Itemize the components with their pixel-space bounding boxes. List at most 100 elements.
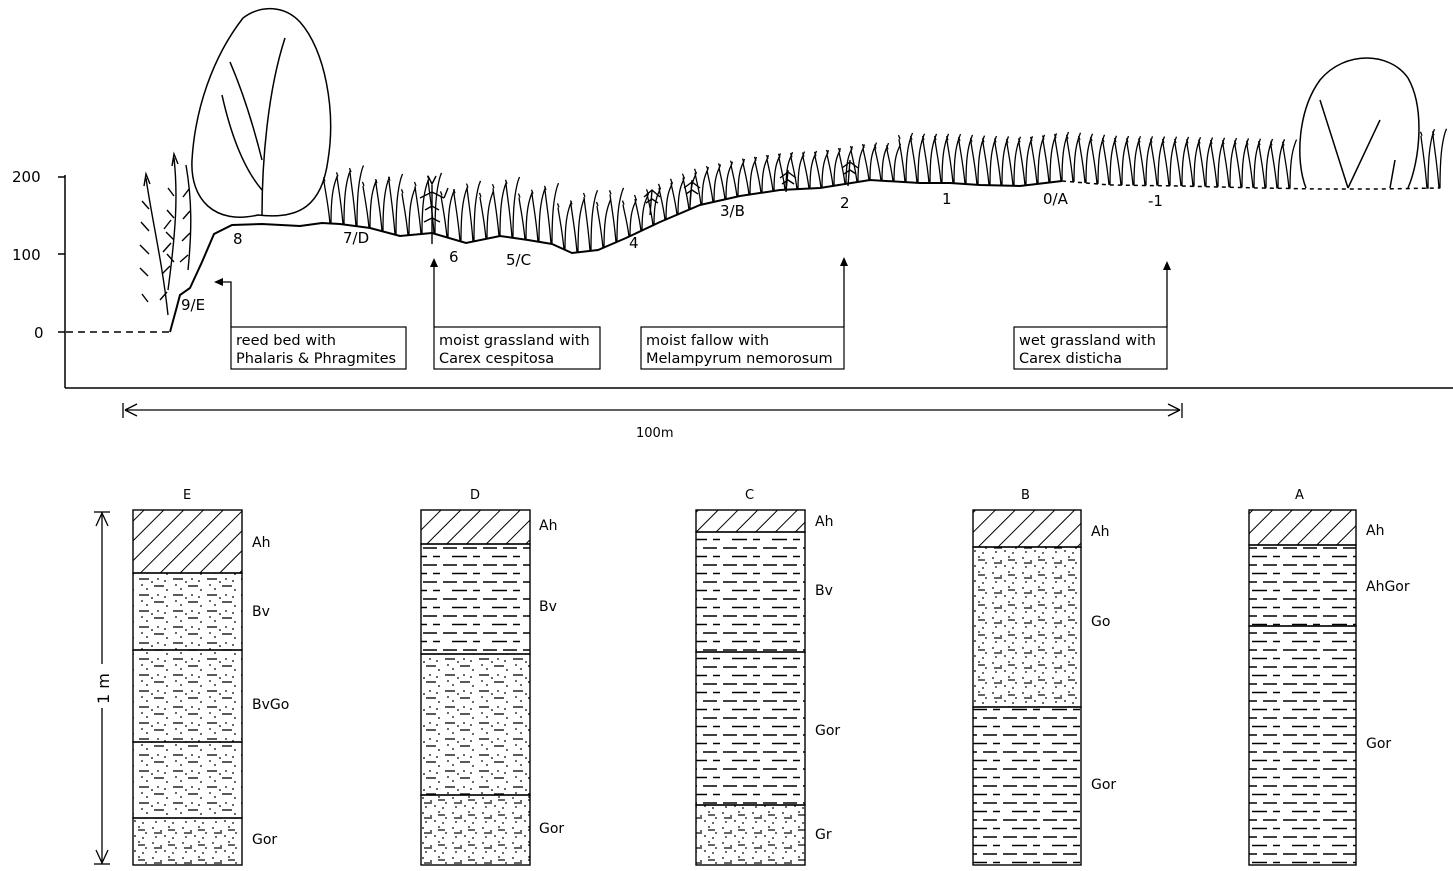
horizon-e-4 — [133, 742, 242, 818]
grass-tuft — [558, 201, 572, 249]
grass-tuft — [1433, 129, 1447, 189]
grass-tuft — [363, 180, 377, 228]
grass-tuft — [1115, 136, 1129, 185]
vegetation-box-wet-grassland: wet grassland with Carex disticha — [1014, 261, 1171, 369]
horizon-c-ah — [696, 510, 805, 532]
grass-tuft — [467, 181, 481, 242]
label-b-go: Go — [1091, 614, 1110, 630]
horizon-b-gor — [973, 707, 1081, 865]
grass-tuft — [719, 162, 733, 200]
soil-profile-a: A Ah AhGor Gor — [1249, 488, 1410, 865]
grass-tuft — [610, 188, 624, 242]
label-d-gor: Gor — [539, 821, 564, 837]
label-b-ah: Ah — [1091, 524, 1109, 540]
soil-profile-b: B Ah Go Gor — [973, 488, 1116, 865]
grass-tuft — [532, 187, 546, 241]
horizon-c-bv — [696, 532, 805, 652]
grass-tuft — [415, 180, 429, 234]
grass-vegetation — [324, 129, 1447, 253]
grass-tuft — [1163, 137, 1177, 186]
horizon-b-ah — [973, 510, 1081, 547]
station-9-e: 9/E — [181, 296, 205, 314]
soil-profile-e: E Ah Bv BvGo Gor — [133, 488, 289, 865]
horizon-d-ah — [421, 510, 530, 544]
grass-tuft — [923, 134, 937, 183]
label-e-gor: Gor — [252, 832, 277, 848]
grass-tuft — [899, 133, 913, 182]
wet-grassland-line1: wet grassland with — [1019, 333, 1156, 349]
terrain-profile — [170, 180, 1062, 332]
grass-tuft — [731, 159, 745, 197]
grass-tuft — [402, 187, 416, 235]
moist-grassland-line1: moist grassland with — [439, 333, 590, 349]
grass-tuft — [1127, 136, 1141, 185]
grass-tuft — [428, 173, 442, 234]
moist-fallow-line2: Melampyrum nemorosum — [646, 351, 833, 367]
grass-tuft — [875, 143, 889, 181]
grass-tuft — [597, 200, 611, 248]
scale-bar-label: 100m — [636, 426, 673, 441]
horizon-c-gor — [696, 652, 805, 805]
y-tick-200: 200 — [12, 168, 41, 186]
depth-scale-label: 1 m — [94, 673, 113, 704]
horizon-b-go — [973, 547, 1081, 707]
moist-fallow-line1: moist fallow with — [646, 333, 769, 349]
horizon-a-gor — [1249, 626, 1356, 865]
grass-tuft — [493, 182, 507, 236]
horizon-d-3 — [421, 654, 530, 795]
grass-tuft — [1103, 136, 1117, 185]
profile-title-e: E — [183, 488, 191, 503]
grass-tuft — [1283, 140, 1297, 189]
scale-bar: 100m — [123, 403, 1182, 441]
grass-tuft — [1223, 138, 1237, 187]
grass-tuft — [827, 148, 841, 186]
grass-tuft — [995, 136, 1009, 185]
grass-tuft — [571, 198, 585, 252]
horizon-c-gr — [696, 805, 805, 865]
label-d-bv: Bv — [539, 599, 557, 615]
moist-grassland-line2: Carex cespitosa — [439, 351, 554, 367]
grass-tuft — [815, 150, 829, 188]
grass-tuft — [389, 174, 403, 235]
horizon-e-bvgo — [133, 650, 242, 742]
grass-tuft — [506, 177, 520, 238]
y-tick-0: 0 — [34, 324, 44, 342]
label-e-ah: Ah — [252, 535, 270, 551]
grass-tuft — [1235, 138, 1249, 187]
grass-tuft — [1019, 136, 1033, 185]
grass-tuft — [743, 157, 757, 195]
grass-tuft — [1271, 139, 1285, 188]
label-c-gor: Gor — [815, 723, 840, 739]
grass-tuft — [707, 164, 721, 202]
profile-title-a: A — [1295, 488, 1304, 503]
label-e-bvgo: BvGo — [252, 697, 289, 713]
label-d-ah: Ah — [539, 518, 557, 534]
grass-tuft — [911, 134, 925, 183]
station-2: 2 — [840, 194, 850, 212]
grass-tuft — [376, 177, 390, 231]
label-e-bv: Bv — [252, 604, 270, 620]
station-0-a: 0/A — [1043, 190, 1069, 208]
grass-tuft — [1199, 137, 1213, 186]
grass-tuft — [584, 190, 598, 251]
profile-title-b: B — [1021, 488, 1030, 503]
wet-grassland-line2: Carex disticha — [1019, 351, 1122, 367]
grass-tuft — [971, 136, 985, 185]
grass-tuft — [454, 187, 468, 241]
vegetation-box-moist-fallow: moist fallow with Melampyrum nemorosum — [641, 257, 848, 369]
grass-tuft — [779, 152, 793, 190]
station-6: 6 — [449, 248, 459, 266]
profile-title-d: D — [470, 488, 480, 503]
grass-tuft — [1043, 133, 1057, 182]
y-tick-100: 100 — [12, 246, 41, 264]
station-5-c: 5/C — [506, 251, 531, 269]
grass-tuft — [1259, 139, 1273, 188]
profile-title-c: C — [745, 488, 754, 503]
horizon-e-gor — [133, 818, 242, 865]
tree-left — [192, 9, 331, 218]
grass-tuft — [545, 183, 559, 244]
grass-tuft — [1247, 139, 1261, 188]
grass-tuft — [1151, 137, 1165, 186]
grass-tuft — [1175, 137, 1189, 186]
grass-tuft — [623, 199, 637, 237]
